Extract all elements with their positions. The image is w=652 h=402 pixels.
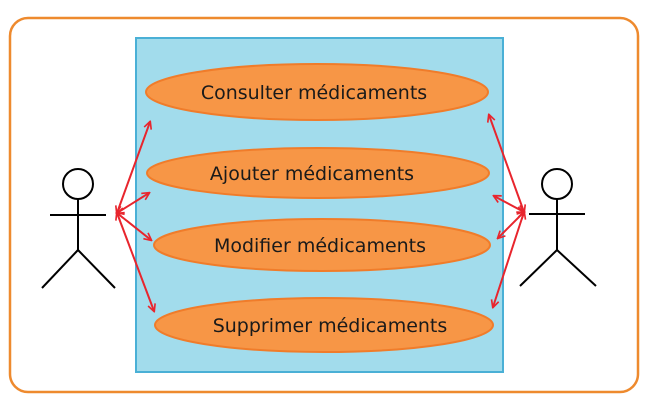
use-case-consulter: Consulter médicaments (145, 63, 489, 121)
association-arrow (494, 196, 524, 212)
association-arrow (117, 213, 154, 311)
association-arrow (117, 193, 149, 213)
use-case-ellipse (145, 63, 489, 121)
right-associations (489, 115, 524, 307)
use-case-label: Modifier médicaments (214, 235, 426, 257)
use-case-ajouter: Ajouter médicaments (146, 147, 490, 199)
use-case-ellipse (154, 297, 494, 353)
association-arrow (493, 212, 524, 307)
use-case-label: Supprimer médicaments (213, 315, 448, 337)
use-case-label: Ajouter médicaments (210, 163, 414, 185)
use-case-modifier: Modifier médicaments (153, 218, 491, 272)
use-case-supprimer: Supprimer médicaments (154, 297, 494, 353)
left-associations (117, 122, 154, 311)
use-case-label: Consulter médicaments (201, 82, 427, 104)
actor-left-icon (41, 168, 116, 289)
